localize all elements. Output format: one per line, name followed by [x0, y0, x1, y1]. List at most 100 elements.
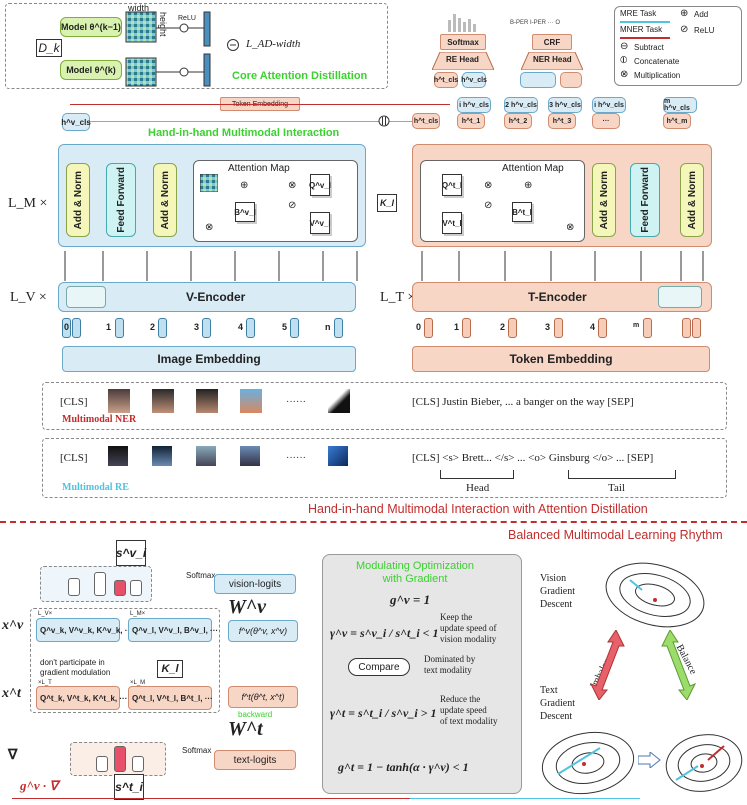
- t-token-num-3: 3: [545, 322, 551, 332]
- legend-relu: ReLU: [694, 26, 715, 35]
- re-dots: ······: [286, 452, 306, 463]
- lm-label: L_M ×: [8, 196, 48, 211]
- model-prev-label: Model θ^(k−1): [61, 22, 121, 32]
- v-token-4: [246, 318, 255, 338]
- v-token-num-n: n: [325, 322, 331, 332]
- model-prev-box: Model θ^(k−1): [60, 17, 122, 37]
- s-t-bar-1: [96, 756, 108, 772]
- qvb-v-label: Q^v_l, V^v_l, B^v_l, ···: [132, 626, 219, 635]
- loss-label: L_AD-width: [246, 38, 301, 50]
- t-mult-icon-1: ⊗: [484, 180, 493, 191]
- interaction-title: Hand-in-hand Multimodal Interaction: [148, 127, 340, 139]
- v-token-num-5: 5: [282, 322, 288, 332]
- height-label: height: [158, 12, 168, 37]
- ner-label: Multimodal NER: [62, 414, 137, 425]
- mre-cyan-line: [90, 121, 415, 122]
- lt-small: ×L_T: [38, 680, 52, 686]
- t-token-num-4: 4: [590, 322, 596, 332]
- bottom-interaction-panel: [30, 608, 220, 713]
- f-t-box: f^t(θ^t, x^t): [228, 686, 298, 708]
- t-cell-5: h^t_m: [663, 113, 691, 129]
- t-feed-forward: Feed Forward: [630, 163, 660, 237]
- t-token-num-m: m: [633, 322, 640, 329]
- ner-small-box: [520, 72, 556, 88]
- t-token-3: [554, 318, 563, 338]
- dominated-text: Dominated by text modality: [424, 654, 476, 675]
- width-label: width: [128, 3, 150, 13]
- lv-small: L_V×: [38, 611, 53, 617]
- t-token-0: [424, 318, 433, 338]
- t-cell-3: h^t_3: [548, 113, 576, 129]
- v-encoder-label: V-Encoder: [186, 290, 246, 304]
- re-tail-bracket: [568, 470, 676, 479]
- ner-sentence: [CLS] Justin Bieber, ... a banger on the…: [412, 396, 634, 408]
- gamma-v-eq: γ^v = s^v_i / s^t_i < 1: [330, 626, 439, 640]
- ner-image-2: [152, 389, 174, 413]
- softmax-bottom-label: Softmax: [182, 746, 212, 755]
- v-add-norm-2: Add & Norm: [153, 163, 177, 237]
- dk-box: D_k: [36, 39, 62, 57]
- legend-mult: Multiplication: [634, 71, 681, 80]
- subtract-icon: [227, 39, 239, 51]
- t-token-m: [643, 318, 652, 338]
- re-cls-image: [CLS]: [60, 452, 88, 464]
- legend-concat: Concatenate: [634, 57, 680, 66]
- banner-top: Hand-in-hand Multimodal Interaction with…: [308, 502, 648, 516]
- softmax-box: Softmax: [440, 34, 486, 50]
- gamma-t-eq: γ^t = s^t_i / s^v_i > 1: [330, 706, 437, 720]
- modulating-title: Modulating Optimization with Gradient: [356, 560, 475, 585]
- dk-label: D_k: [38, 41, 60, 55]
- w-v-label: W^v: [228, 596, 267, 618]
- out-cell-5: m h^v_cls: [663, 97, 697, 113]
- ner-head-trapezoid: [521, 52, 583, 70]
- out-cell-3: 3 h^v_cls: [548, 97, 582, 113]
- ner-image-4: [240, 389, 262, 413]
- re-head-label: RE Head: [446, 55, 479, 64]
- re-cls-v-box: h^v_cls: [461, 72, 487, 88]
- legend-add-icon: ⊕: [680, 8, 689, 19]
- image-embedding-label: Image Embedding: [157, 352, 261, 366]
- v-encoder: [58, 282, 356, 312]
- encoder-up-arrows: [64, 251, 704, 281]
- v-token-num-1: 1: [106, 322, 112, 332]
- lm-small: L_M×: [130, 611, 146, 617]
- t-token-num-0: 0: [416, 322, 422, 332]
- vision-logits-box: vision-logits: [214, 574, 296, 594]
- re-cls-t-box: h^t_cls: [434, 72, 458, 88]
- t-encoder-icon: [658, 286, 702, 308]
- vision-descent-ellipses: [605, 562, 705, 628]
- t-token-end-2: [692, 318, 701, 338]
- legend-add: Add: [694, 10, 709, 19]
- keep-text: Keep the update speed of vision modality: [440, 612, 497, 644]
- softmax-top-label: Softmax: [186, 571, 216, 580]
- qkv-t-label: Q^t_k, V^t_k, K^t_k, ···: [40, 694, 128, 703]
- s-t-bar-2: [114, 746, 126, 772]
- vision-logits-label: vision-logits: [228, 578, 282, 590]
- qkv-t-box: [36, 686, 120, 710]
- v-token-num-2: 2: [150, 322, 156, 332]
- t-add-icon: ⊕: [524, 180, 533, 191]
- s-v-bar-4: [130, 580, 142, 596]
- re-image-4: [240, 446, 260, 466]
- t-add-norm-2: Add & Norm: [680, 163, 704, 237]
- no-grad-label: don't participate in gradient modulation: [40, 658, 111, 677]
- token-embedding-box: Token Embedding: [412, 346, 710, 372]
- gv-nabla-label: g^v · ∇: [20, 778, 59, 793]
- mner-red-line: [70, 104, 450, 105]
- v-attention-box: [193, 160, 358, 242]
- ner-image-1: [108, 389, 130, 413]
- x-t-label: x^t: [2, 686, 21, 701]
- out-cell-1: i h^v_cls: [457, 97, 491, 113]
- re-sentence: [CLS] <s> Brett... </s> ... <o> Ginsburg…: [412, 452, 654, 464]
- softmax-bars-icon: [448, 14, 476, 32]
- legend-concat-icon: ⦶: [620, 55, 628, 66]
- s-v-bar-1: [68, 578, 80, 596]
- t-mult-icon-2: ⊗: [566, 222, 575, 233]
- bio-tags: B-PER I-PER ··· O: [510, 20, 561, 26]
- re-head-trapezoid: [432, 52, 494, 70]
- left-cls-v-label: h^v_cls: [61, 117, 91, 127]
- text-descent-label: Text Gradient Descent: [540, 685, 575, 722]
- reduce-text: Reduce the update speed of text modality: [440, 694, 498, 726]
- legend-mult-icon: ⊗: [620, 69, 629, 80]
- t-token-num-2: 2: [500, 322, 506, 332]
